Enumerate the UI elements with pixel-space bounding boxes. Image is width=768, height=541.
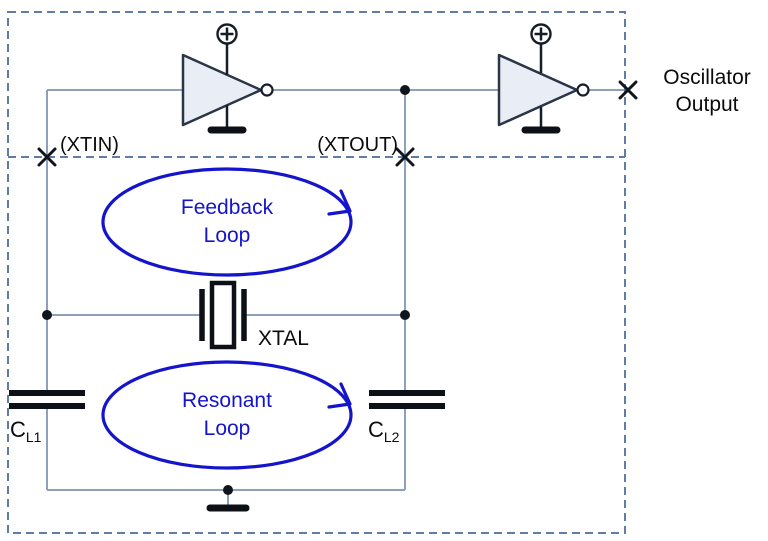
power-plus-icon [216,23,238,45]
pin-xtout-x-icon [395,147,415,167]
label-cl2-prefix: C [368,417,384,442]
junction-dot [223,485,233,495]
label-cl1-subscript: L1 [26,429,42,445]
label-cl1-prefix: C [10,417,26,442]
chip-boundary-dashed [7,11,626,534]
feedback-loop-arrow-icon [327,189,352,216]
feedback-loop-ellipse [101,167,353,277]
inverter-2-triangle [497,53,579,127]
label-cl2: CL2 [368,417,400,445]
label-feedback-loop-line2: Loop [204,224,251,247]
label-resonant-loop-line1: Resonant [182,389,272,412]
capacitor-cl1 [9,390,85,409]
capacitor-cl2 [369,390,445,409]
junction-dot [400,310,410,320]
label-xtin: (XTIN) [60,134,119,156]
label-resonant-loop-line2: Loop [204,417,251,440]
label-xtout: (XTOUT) [317,134,398,156]
inverter-1-triangle [181,53,263,127]
junction-dot [42,310,52,320]
plus-icon [534,27,548,41]
resonant-loop-arrow-icon [327,382,352,409]
label-oscillator-output-line2: Output [675,93,738,116]
label-cl2-subscript: L2 [384,429,400,445]
crystal-symbol [199,280,247,350]
inverter-2 [497,23,590,134]
pin-xtin-x-icon [37,147,57,167]
pin-oscillator-output-x-icon [618,80,638,100]
inverter-1 [181,23,274,134]
inverter-2-bubble [576,83,590,97]
power-plus-icon [530,23,552,45]
inverter-1-bubble [260,83,274,97]
resonant-loop-ellipse [101,360,353,470]
crystal-body [209,280,237,350]
label-oscillator-output-line1: Oscillator [663,66,751,89]
label-xtal: XTAL [258,327,309,350]
junction-dot [400,85,410,95]
plus-icon [220,27,234,41]
label-cl1: CL1 [10,417,42,445]
label-feedback-loop-line1: Feedback [181,196,274,219]
